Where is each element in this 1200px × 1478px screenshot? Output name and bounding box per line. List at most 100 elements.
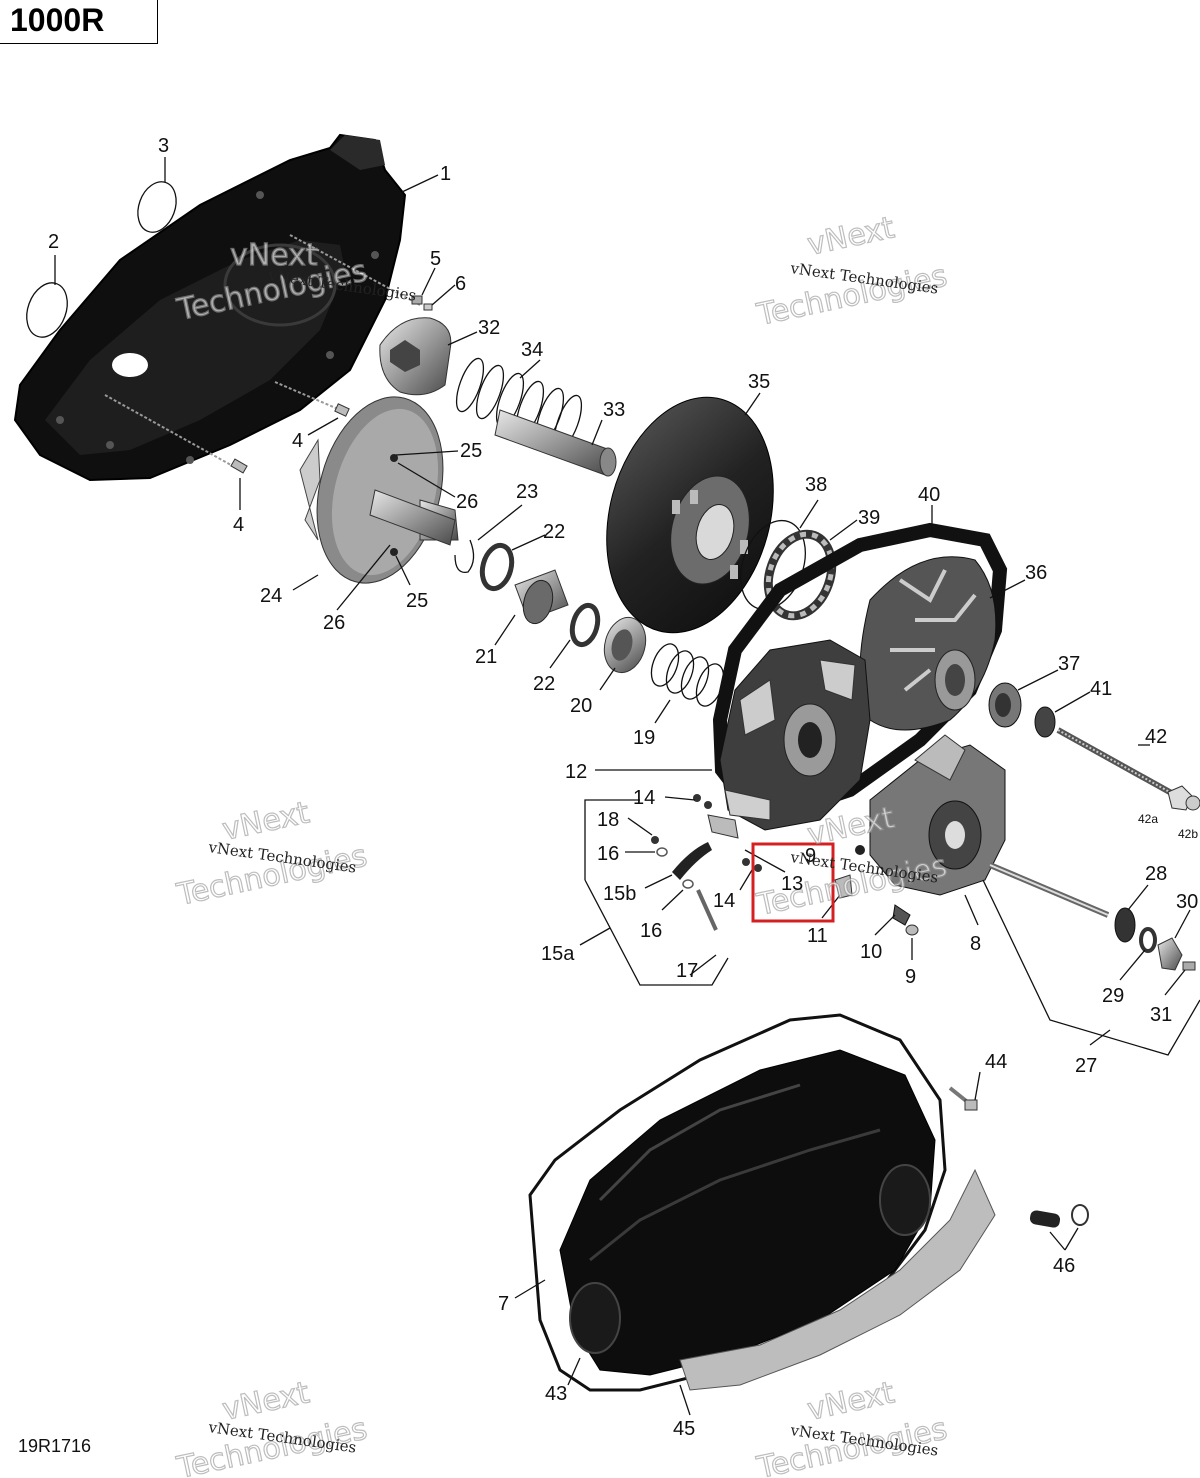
bushing-part-21 xyxy=(514,569,569,625)
callout-16-upper: 16 xyxy=(597,843,619,865)
callout-34: 34 xyxy=(521,339,543,361)
callout-42b: 42b xyxy=(1178,827,1198,841)
callout-26-upper: 26 xyxy=(456,491,478,513)
shaft-part-27 xyxy=(988,862,1110,918)
callout-9-upper: 9 xyxy=(805,845,816,867)
callout-18: 18 xyxy=(597,809,619,831)
cam-part-8 xyxy=(869,734,1006,896)
guard-part-45 xyxy=(679,1168,996,1391)
hose-part-46 xyxy=(1029,1204,1089,1228)
callout-16-lower: 16 xyxy=(640,920,662,942)
callout-6: 6 xyxy=(455,273,466,295)
shaft-part-33 xyxy=(494,409,617,477)
washer-part-28 xyxy=(1114,907,1136,943)
spring-part-19 xyxy=(650,643,725,707)
movable-sheave-part-35 xyxy=(606,396,774,634)
ring-part-29 xyxy=(1139,927,1157,953)
callout-30: 30 xyxy=(1176,891,1198,913)
callout-14-upper: 14 xyxy=(633,787,655,809)
callout-14-lower: 14 xyxy=(713,890,735,912)
callout-4-upper: 4 xyxy=(292,430,303,452)
center-housing-part-12 xyxy=(719,639,871,831)
bearing-part-20 xyxy=(603,616,647,674)
title-box: 1000R xyxy=(0,0,158,44)
callout-27: 27 xyxy=(1075,1055,1097,1077)
callout-32: 32 xyxy=(478,317,500,339)
bearing-part-37 xyxy=(988,682,1022,728)
callout-28: 28 xyxy=(1145,863,1167,885)
callout-13: 13 xyxy=(781,873,803,895)
callout-21: 21 xyxy=(475,646,497,668)
washer-part-41 xyxy=(1034,706,1056,738)
callout-22-lower: 22 xyxy=(533,673,555,695)
callout-3: 3 xyxy=(158,135,169,157)
callout-15a: 15a xyxy=(541,943,575,965)
outer-cover-part-43 xyxy=(528,1013,947,1392)
svg-text:vNext: vNext xyxy=(804,1375,897,1428)
bolt-part-44 xyxy=(948,1086,978,1111)
part-31 xyxy=(1182,961,1196,971)
callout-33: 33 xyxy=(603,399,625,421)
clip-part-23 xyxy=(454,539,475,574)
callout-40: 40 xyxy=(918,484,940,506)
callout-42a: 42a xyxy=(1138,812,1158,826)
highlight-box xyxy=(751,842,835,923)
callout-17: 17 xyxy=(676,960,698,982)
callout-24: 24 xyxy=(260,585,282,607)
nut-part-30 xyxy=(1157,937,1183,971)
callout-15b: 15b xyxy=(603,883,636,905)
callout-9-lower: 9 xyxy=(905,966,916,988)
ring-part-22-lower xyxy=(569,602,601,648)
callout-35: 35 xyxy=(748,371,770,393)
callout-4-lower: 4 xyxy=(233,514,244,536)
callout-11: 11 xyxy=(807,925,828,947)
leader-lines xyxy=(54,157,1200,1416)
bolt-parts-4 xyxy=(104,381,350,474)
callout-39: 39 xyxy=(858,507,880,529)
callout-31: 31 xyxy=(1150,1004,1172,1026)
callout-22-upper: 22 xyxy=(543,521,565,543)
callout-10: 10 xyxy=(860,941,882,963)
svg-text:vNext: vNext xyxy=(804,210,897,263)
callout-8: 8 xyxy=(970,933,981,955)
svg-text:vNext: vNext xyxy=(219,1375,312,1428)
callout-26-lower: 26 xyxy=(323,612,345,634)
roller-cage-part-39 xyxy=(763,529,837,621)
diagram-code: 19R1716 xyxy=(18,1436,92,1456)
inner-cover-part xyxy=(13,133,407,482)
callout-42: 42 xyxy=(1145,726,1167,748)
o-ring-part-2 xyxy=(26,282,68,338)
page-title: 1000R xyxy=(10,2,105,38)
callout-20: 20 xyxy=(570,695,592,717)
callout-25-upper: 25 xyxy=(460,440,482,462)
callout-37: 37 xyxy=(1058,653,1080,675)
cap-part-32 xyxy=(379,317,452,396)
o-ring-part-3 xyxy=(137,181,177,233)
callout-44: 44 xyxy=(985,1051,1007,1073)
svg-text:vNext: vNext xyxy=(219,795,312,848)
callout-1: 1 xyxy=(440,163,451,185)
callout-45: 45 xyxy=(673,1418,695,1440)
callout-25-lower: 25 xyxy=(406,590,428,612)
ring-part-22-upper xyxy=(479,542,515,592)
hardware-cluster-parts xyxy=(651,794,919,936)
callout-5: 5 xyxy=(430,248,441,270)
callout-7: 7 xyxy=(498,1293,509,1315)
bolt-part-42 xyxy=(1056,727,1200,811)
callout-29: 29 xyxy=(1102,985,1124,1007)
callout-23: 23 xyxy=(516,481,538,503)
callout-38: 38 xyxy=(805,474,827,496)
callout-46: 46 xyxy=(1053,1255,1075,1277)
callout-12: 12 xyxy=(565,761,587,783)
callout-labels: 1 2 3 4 4 5 6 7 8 9 9 10 11 12 13 14 14 … xyxy=(48,135,1198,1440)
callout-2: 2 xyxy=(48,231,59,253)
fastener-parts-5-6 xyxy=(289,234,433,311)
callout-41: 41 xyxy=(1090,678,1112,700)
fixed-sheave-part-24 xyxy=(299,396,459,584)
svg-text:vNext: vNext xyxy=(230,238,318,273)
callout-19: 19 xyxy=(633,727,655,749)
callout-43: 43 xyxy=(545,1383,567,1405)
callout-36: 36 xyxy=(1025,562,1047,584)
